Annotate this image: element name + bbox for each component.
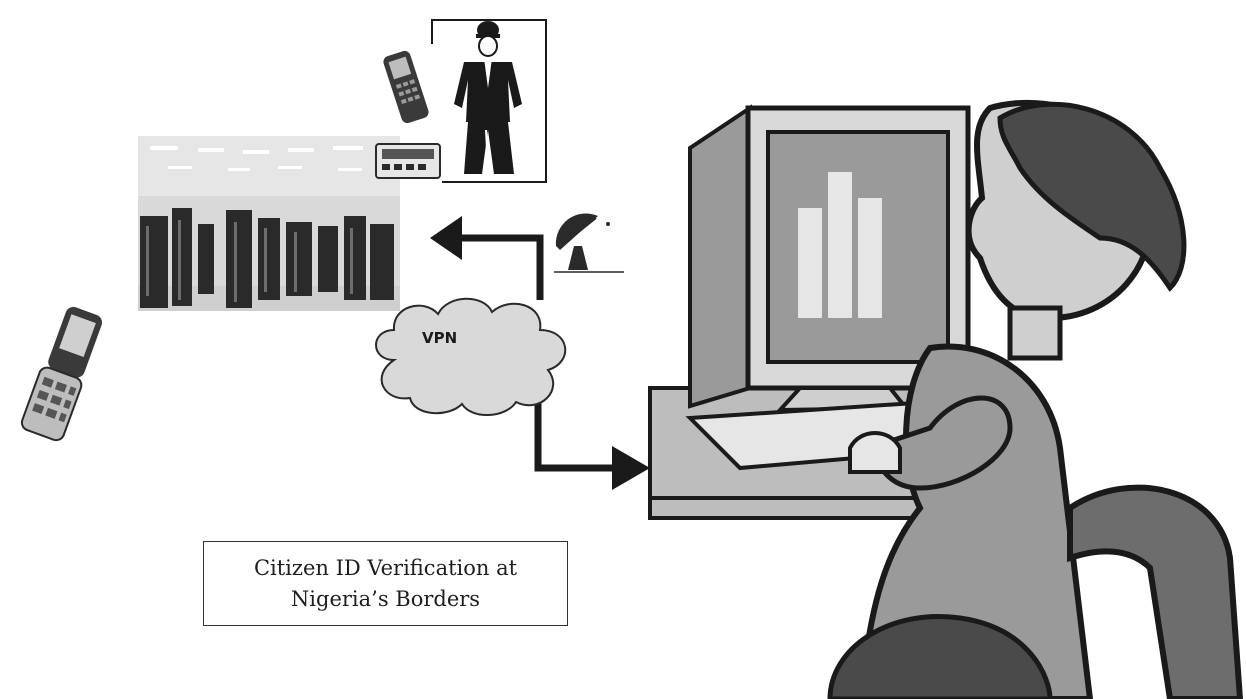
card-reader-icon xyxy=(374,140,442,182)
vpn-label: VPN xyxy=(422,329,458,347)
caption-text: Citizen ID Verification at Nigeria’s Bor… xyxy=(253,555,518,611)
computer-operator-icon xyxy=(630,88,1246,699)
caption-box: Citizen ID Verification at Nigeria’s Bor… xyxy=(203,541,568,626)
flip-phone-icon xyxy=(10,300,110,450)
border-officer-icon xyxy=(430,18,548,184)
server-room-icon xyxy=(138,136,400,311)
handheld-scanner-icon xyxy=(380,46,432,128)
vpn-cloud-icon xyxy=(364,290,578,420)
satellite-dish-icon xyxy=(548,206,632,278)
